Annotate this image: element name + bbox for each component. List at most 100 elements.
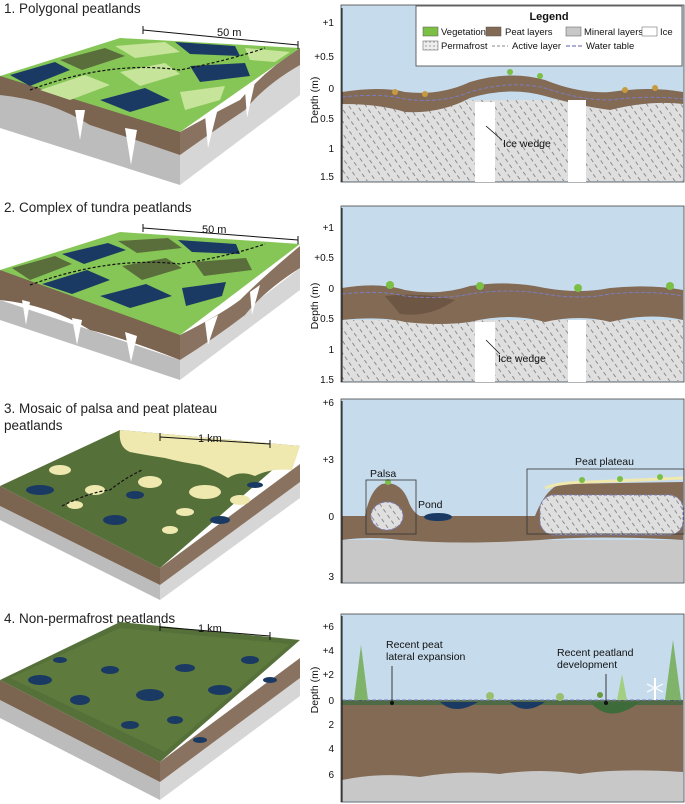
plateau-surface bbox=[544, 476, 684, 490]
section-1-tick: +0.5 bbox=[314, 52, 334, 63]
pool-12 bbox=[263, 677, 277, 683]
vegetation-tuft bbox=[385, 479, 391, 485]
section-1-tick: 1.5 bbox=[320, 172, 334, 183]
block2-ice-wedge-3 bbox=[125, 332, 137, 362]
vegetation-tuft bbox=[657, 474, 663, 480]
polygon-2 bbox=[60, 48, 125, 70]
block-1-side-left bbox=[0, 84, 180, 185]
legend-item: Mineral layers bbox=[584, 27, 643, 38]
legend-item: Active layer bbox=[512, 41, 561, 52]
block2-polygon-2 bbox=[62, 243, 126, 264]
legend-item: Peat layers bbox=[505, 27, 553, 38]
section-4-tick: 4 bbox=[328, 744, 334, 755]
annotation-lateral-expansion: Recent peat lateral expansion bbox=[386, 639, 466, 663]
polygon-4 bbox=[175, 42, 240, 56]
section-1-tick: 0.5 bbox=[320, 114, 334, 125]
annotation-peatland-development: Recent peatland development bbox=[557, 647, 636, 671]
section-1-tick: 1 bbox=[328, 144, 334, 155]
legend-item: Permafrost bbox=[441, 41, 488, 52]
section-2-tick: +0.5 bbox=[314, 253, 334, 264]
block-diagram-1: 50 m bbox=[0, 26, 300, 185]
block-2-side-right bbox=[180, 268, 300, 380]
block2-ice-wedge-1 bbox=[22, 300, 30, 325]
pool-4 bbox=[136, 689, 164, 701]
peat-plateau-label: Peat plateau bbox=[575, 456, 634, 468]
section-1-axis-label: Depth (m) bbox=[309, 77, 321, 124]
section-4-pool-1 bbox=[440, 702, 478, 709]
section-2-tick: 1.5 bbox=[320, 375, 334, 386]
tree-icon bbox=[354, 645, 368, 701]
section-3-tick: +3 bbox=[323, 455, 335, 466]
section-4-tick: 6 bbox=[328, 770, 334, 781]
pond-5 bbox=[247, 482, 263, 488]
section-3-tick: 0 bbox=[328, 512, 334, 523]
legend-item: Vegetation bbox=[441, 27, 486, 38]
vegetation-tuft bbox=[386, 281, 394, 289]
cross-section-4: Recent peat lateral expansion Recent pea… bbox=[309, 613, 685, 803]
pool-1 bbox=[28, 675, 52, 685]
polygon-6 bbox=[40, 75, 110, 100]
legend-title: Legend bbox=[529, 11, 568, 23]
pool-10 bbox=[53, 657, 67, 663]
vegetation-tuft bbox=[652, 85, 658, 91]
pond-4 bbox=[210, 516, 230, 524]
scale-bar-4 bbox=[159, 626, 271, 637]
palsa-5 bbox=[176, 508, 194, 516]
cross-section-2: Ice wedge +1 +0.5 0 0.5 1 1.5 Depth (m) bbox=[309, 205, 685, 386]
pool-5 bbox=[121, 721, 139, 729]
section-3-tick: 3 bbox=[328, 572, 334, 583]
section-1-ice-wedge-2 bbox=[568, 100, 586, 182]
section-1-tick: +1 bbox=[323, 18, 335, 29]
vegetation-tuft bbox=[486, 692, 494, 700]
section-2-water-table bbox=[341, 290, 684, 299]
plateau-core bbox=[539, 494, 684, 536]
block-diagram-3: 1 km bbox=[0, 430, 300, 600]
cross-section-1: Ice wedge +1 +0.5 0 0.5 1 1.5 Depth (m) … bbox=[309, 4, 685, 183]
scale-label-4: 1 km bbox=[198, 623, 222, 635]
peat-plateau-box bbox=[526, 468, 685, 535]
vegetation-tuft bbox=[422, 91, 428, 97]
palsa-7 bbox=[49, 465, 71, 475]
palsa-box bbox=[365, 479, 417, 535]
ice-wedge-3 bbox=[205, 108, 218, 148]
pond-1 bbox=[26, 485, 54, 495]
section-1-permafrost bbox=[342, 100, 683, 181]
block-diagram-4: 1 km bbox=[0, 622, 300, 800]
block-diagram-2: 50 m bbox=[0, 224, 300, 380]
pool-6 bbox=[175, 664, 195, 672]
palsa-1 bbox=[85, 485, 105, 495]
annotation-lateral-expansion-line1: Recent peat bbox=[386, 639, 443, 651]
block2-polygon-5 bbox=[42, 270, 110, 294]
section-2-axis-label: Depth (m) bbox=[309, 283, 321, 330]
legend-item: Water table bbox=[586, 41, 634, 52]
section-1-peat bbox=[342, 75, 683, 113]
polygon-8 bbox=[190, 63, 250, 82]
block2-polygon-9 bbox=[182, 282, 226, 306]
legend: Legend Vegetation Peat layers Mineral la… bbox=[415, 5, 683, 67]
block-4-peat-left bbox=[0, 680, 160, 782]
cross-section-3: Palsa Pond Peat plateau +6 +3 0 3 bbox=[323, 398, 685, 584]
tree-icon bbox=[617, 674, 627, 701]
vegetation-tuft bbox=[507, 69, 513, 75]
vegetation-tuft bbox=[392, 89, 398, 95]
scale-label-1: 50 m bbox=[217, 27, 241, 39]
palsa-4 bbox=[189, 485, 221, 499]
block2-polygon-1 bbox=[12, 256, 72, 280]
section-4-tick: +2 bbox=[323, 670, 335, 681]
section-4-mineral bbox=[342, 768, 683, 801]
section-3-mineral bbox=[342, 540, 683, 582]
block-4-side-left bbox=[0, 700, 160, 800]
pool-3 bbox=[101, 666, 119, 674]
section-2-mound bbox=[385, 294, 455, 315]
pool-2 bbox=[70, 695, 90, 705]
scale-bar-2 bbox=[142, 227, 299, 241]
section-4-tick: 0 bbox=[328, 696, 334, 707]
panel-3-title-line2: peatlands bbox=[4, 418, 63, 433]
ice-wedge-4 bbox=[245, 82, 255, 118]
block-3-side-left bbox=[0, 506, 160, 600]
annotation-lateral-expansion-line2: lateral expansion bbox=[386, 651, 466, 663]
block2-polygon-6 bbox=[122, 258, 182, 280]
block2-ice-wedge-2 bbox=[72, 318, 82, 345]
tree-icon bbox=[665, 640, 681, 701]
